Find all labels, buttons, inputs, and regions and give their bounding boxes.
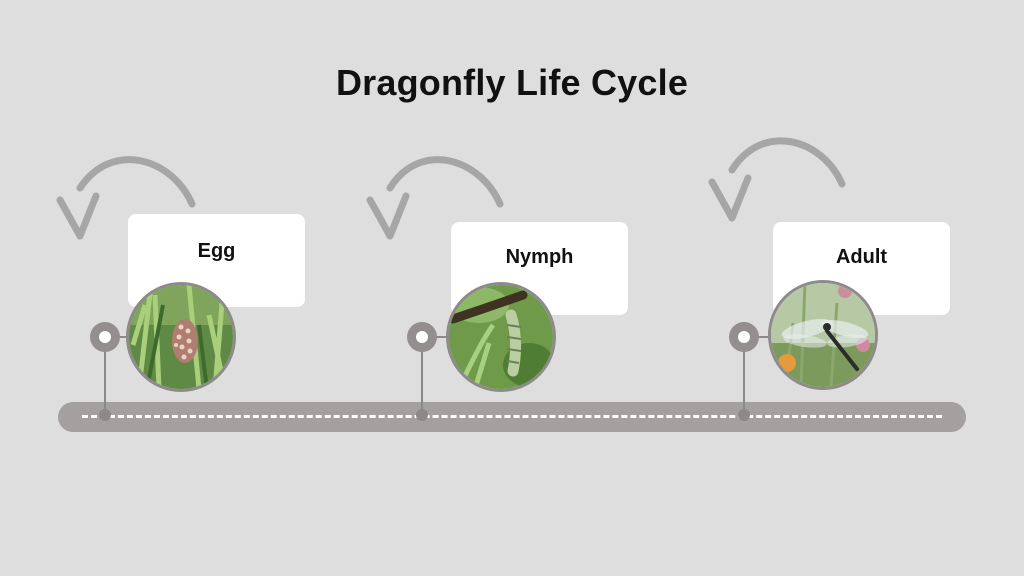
- nymph-photo-icon: [446, 282, 556, 392]
- stage-pin-egg: [90, 322, 120, 352]
- egg-photo-icon: [126, 282, 236, 392]
- cycle-arrow-icon: [702, 130, 852, 230]
- timeline-dashes: [82, 415, 942, 418]
- stage-label-nymph: Nymph: [451, 246, 628, 269]
- adult-dragonfly-photo-icon: [768, 280, 878, 390]
- page-title: Dragonfly Life Cycle: [0, 62, 1024, 104]
- stage-label-adult: Adult: [773, 246, 950, 269]
- stage-joint-adult: [738, 409, 750, 421]
- stage-joint-nymph: [416, 409, 428, 421]
- stage-label-egg: Egg: [128, 240, 305, 263]
- stage-pin-adult: [729, 322, 759, 352]
- stage-pin-nymph: [407, 322, 437, 352]
- stage-joint-egg: [99, 409, 111, 421]
